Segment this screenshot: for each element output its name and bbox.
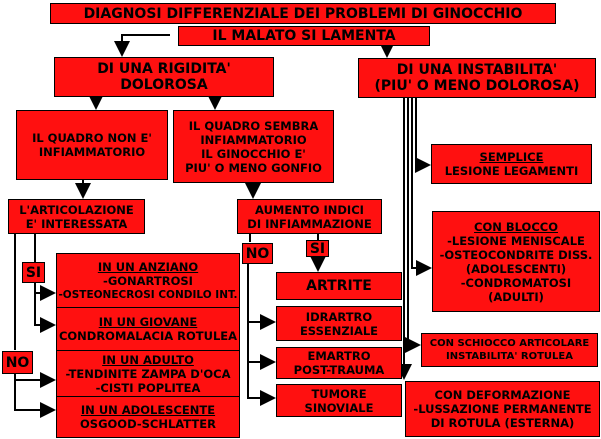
diagram-title: DIAGNOSI DIFFERENZIALE DEI PROBLEMI DI G…: [50, 3, 556, 24]
label-no-left: NO: [2, 351, 33, 374]
line: CONDROMALACIA ROTULEA: [58, 329, 238, 343]
line: L'ARTICOLAZIONE: [19, 202, 134, 217]
line: INSTABILITA' ROTULEA: [446, 351, 573, 362]
line: INFIAMMATORIO: [38, 145, 146, 159]
line: DOLOROSA: [120, 77, 208, 93]
line: SI: [25, 264, 42, 281]
line: PIU' O MENO GONFIO: [185, 160, 322, 175]
line: -LESIONE MENISCALE: [447, 233, 585, 248]
line: IL QUADRO NON E': [32, 131, 152, 145]
line: -OSTEONECROSI CONDILO INT.: [58, 288, 238, 301]
line: IN UN ADOLESCENTE: [80, 403, 216, 417]
line: (ADOLESCENTI): [465, 261, 567, 276]
line: DI ROTULA (ESTERNA): [430, 416, 575, 430]
line: ESSENZIALE: [299, 323, 379, 338]
line: IDRARTRO: [305, 309, 373, 324]
line: ARTRITE: [306, 278, 372, 294]
line: SINOVIALE: [304, 400, 374, 415]
line: IN UN GIOVANE: [98, 315, 198, 329]
node-adulto: IN UN ADULTO-TENDINITE ZAMPA D'OCA-CISTI…: [56, 350, 240, 397]
line: SEMPLICE: [479, 150, 544, 164]
line: CON BLOCCO: [474, 219, 558, 234]
node-schiocco: CON SCHIOCCO ARTICOLARE INSTABILITA' ROTU…: [421, 333, 598, 367]
title-text: DIAGNOSI DIFFERENZIALE DEI PROBLEMI DI G…: [83, 5, 523, 22]
label-no-mid: NO: [242, 243, 273, 264]
line: -CONDROMATOSI: [460, 275, 572, 290]
line: DI INFIAMMAZIONE: [247, 216, 372, 231]
label-si-mid: SI: [306, 240, 329, 257]
line: POST-TRAUMA: [293, 363, 385, 377]
line: NO: [5, 354, 30, 371]
line: AUMENTO INDICI: [255, 202, 364, 217]
line: NO: [245, 245, 270, 262]
node-rigidita: DI UNA RIGIDITA'DOLOROSA: [54, 57, 274, 97]
line: DI UNA RIGIDITA': [97, 61, 231, 77]
node-con-blocco: CON BLOCCO-LESIONE MENISCALE-OSTEOCONDRI…: [432, 211, 600, 312]
line: CON SCHIOCCO ARTICOLARE: [429, 338, 590, 349]
line: SI: [309, 240, 326, 257]
line: (PIU' O MENO DOLOROSA): [374, 78, 580, 94]
line: IN UN ADULTO: [102, 352, 194, 367]
root-text: IL MALATO SI LAMENTA: [212, 28, 396, 44]
node-anziano: IN UN ANZIANO-GONARTROSI-OSTEONECROSI CO…: [56, 253, 240, 308]
line: IN UN ANZIANO: [97, 259, 199, 274]
line: -GONARTROSI: [103, 273, 193, 288]
line: -CISTI POPLITEA: [95, 380, 201, 395]
line: -LUSSAZIONE PERMANENTE: [413, 402, 592, 416]
node-quadro-non-infiammatorio: IL QUADRO NON E'INFIAMMATORIO: [16, 110, 168, 180]
node-artrite: ARTRITE: [276, 272, 402, 300]
root-node: IL MALATO SI LAMENTA: [178, 26, 430, 46]
line: LESIONE LEGAMENTI: [444, 164, 579, 178]
node-instabilita: DI UNA INSTABILITA'(PIU' O MENO DOLOROSA…: [358, 58, 596, 98]
line: -TENDINITE ZAMPA D'OCA: [65, 366, 231, 381]
line: OSGOOD-SCHLATTER: [80, 417, 216, 431]
line: DI UNA INSTABILITA': [396, 62, 558, 78]
line: IL QUADRO SEMBRA: [188, 118, 319, 133]
line: (ADULTI): [488, 289, 544, 304]
label-si-left: SI: [22, 262, 45, 283]
line: INFIAMMATORIO: [200, 132, 307, 147]
line: E' INTERESSATA: [25, 216, 128, 231]
line: CON DEFORMAZIONE: [434, 388, 571, 402]
line: IL GINOCCHIO E': [201, 146, 306, 161]
line: TUMORE: [311, 386, 367, 401]
line: EMARTRO: [307, 349, 371, 363]
line: -OSTEOCONDRITE DISS.: [439, 247, 593, 262]
